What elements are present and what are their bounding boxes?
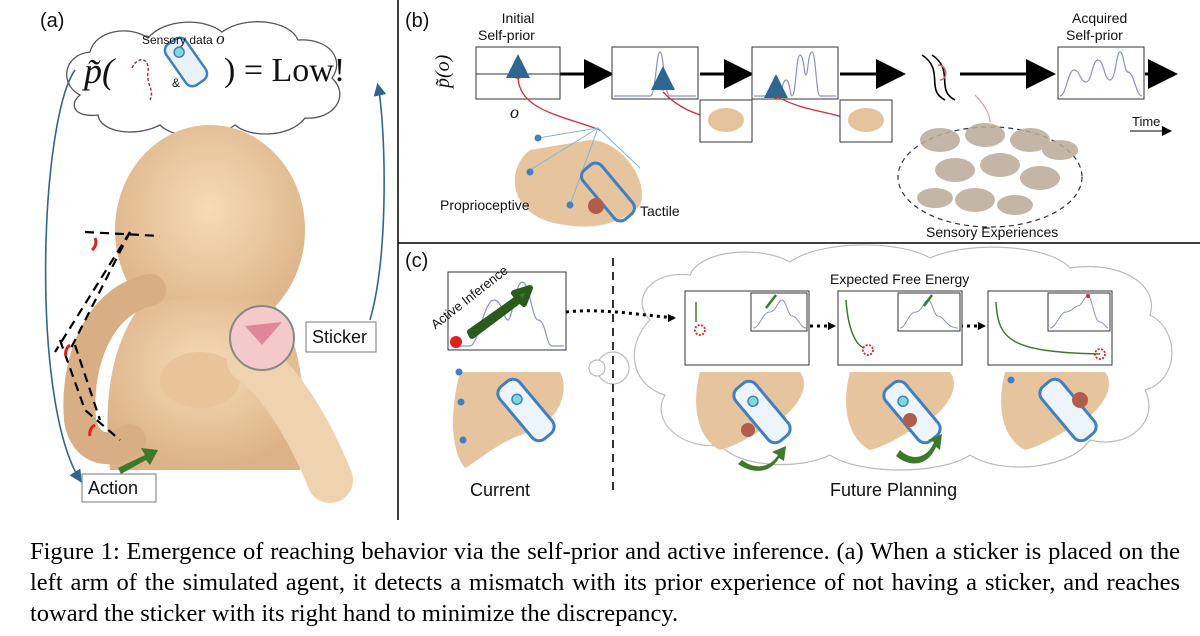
x-axis-var: o bbox=[510, 102, 519, 122]
panel-a-label: (a) bbox=[40, 10, 65, 32]
baby-left-arm bbox=[63, 274, 166, 465]
formula-left: p̃( bbox=[84, 51, 114, 91]
panel-b bbox=[475, 46, 1178, 228]
current-arm bbox=[453, 368, 564, 468]
efe-label: Expected Free Energy bbox=[830, 271, 970, 287]
dist-box-2 bbox=[611, 46, 699, 100]
sensory-data-header: Sensory data o bbox=[142, 29, 225, 49]
current-label: Current bbox=[470, 480, 531, 500]
action-arrow bbox=[118, 448, 158, 474]
future-box-1 bbox=[684, 290, 810, 366]
y-axis-label: p̃(o) bbox=[432, 54, 454, 88]
panel-c-label: (c) bbox=[405, 250, 429, 272]
panel-c bbox=[447, 244, 1173, 495]
sensory-data-text: Sensory data bbox=[142, 33, 213, 47]
sticker-label: Sticker bbox=[312, 327, 368, 347]
figure-graphic bbox=[44, 0, 1200, 520]
tactile-label: Tactile bbox=[640, 203, 680, 219]
skeleton-lines bbox=[54, 230, 161, 441]
future-box-2 bbox=[837, 290, 963, 366]
time-label: Time bbox=[1132, 114, 1161, 129]
joint-angle-marks bbox=[64, 237, 98, 437]
sticker-label-box bbox=[305, 321, 377, 353]
acquired-title-1: Acquired bbox=[1072, 10, 1128, 26]
future-planning-label: Future Planning bbox=[830, 480, 958, 500]
future-box-3 bbox=[987, 290, 1113, 366]
future-arm-2 bbox=[846, 372, 954, 464]
sensory-data-var: o bbox=[216, 29, 225, 48]
figure: (a) Sensory data o p̃( & ) = Low! Sticke… bbox=[40, 0, 1200, 520]
sensory-experience-ellipse bbox=[897, 126, 1083, 228]
arm-sensor-illustration bbox=[514, 127, 642, 227]
sticker-glyph bbox=[163, 36, 209, 88]
baby-right-hand bbox=[160, 352, 240, 408]
loop-arrow-right bbox=[369, 82, 387, 321]
initial-title-2: Self-prior bbox=[478, 27, 535, 43]
action-label-box bbox=[81, 473, 157, 503]
caption-text: Figure 1: Emergence of reaching behavior… bbox=[30, 538, 1180, 627]
figure-caption: Figure 1: Emergence of reaching behavior… bbox=[30, 536, 1180, 629]
acquired-title-2: Self-prior bbox=[1066, 27, 1123, 43]
pose-cloud bbox=[917, 123, 1078, 215]
future-arm-1 bbox=[696, 372, 804, 471]
panel-b-label: (b) bbox=[405, 10, 430, 32]
panel-a bbox=[44, 21, 387, 503]
formula-amp: & bbox=[172, 76, 181, 90]
sensory-experiences-label: Sensory Experiences bbox=[926, 224, 1059, 240]
dist-box-3 bbox=[751, 46, 839, 100]
loop-arrow-left bbox=[44, 69, 82, 483]
initial-title-1: Initial bbox=[501, 10, 535, 26]
future-arm-3 bbox=[1001, 372, 1109, 450]
action-label: Action bbox=[88, 478, 139, 498]
formula-right: ) = Low! bbox=[224, 52, 346, 89]
proprioceptive-label: Proprioceptive bbox=[440, 197, 530, 213]
